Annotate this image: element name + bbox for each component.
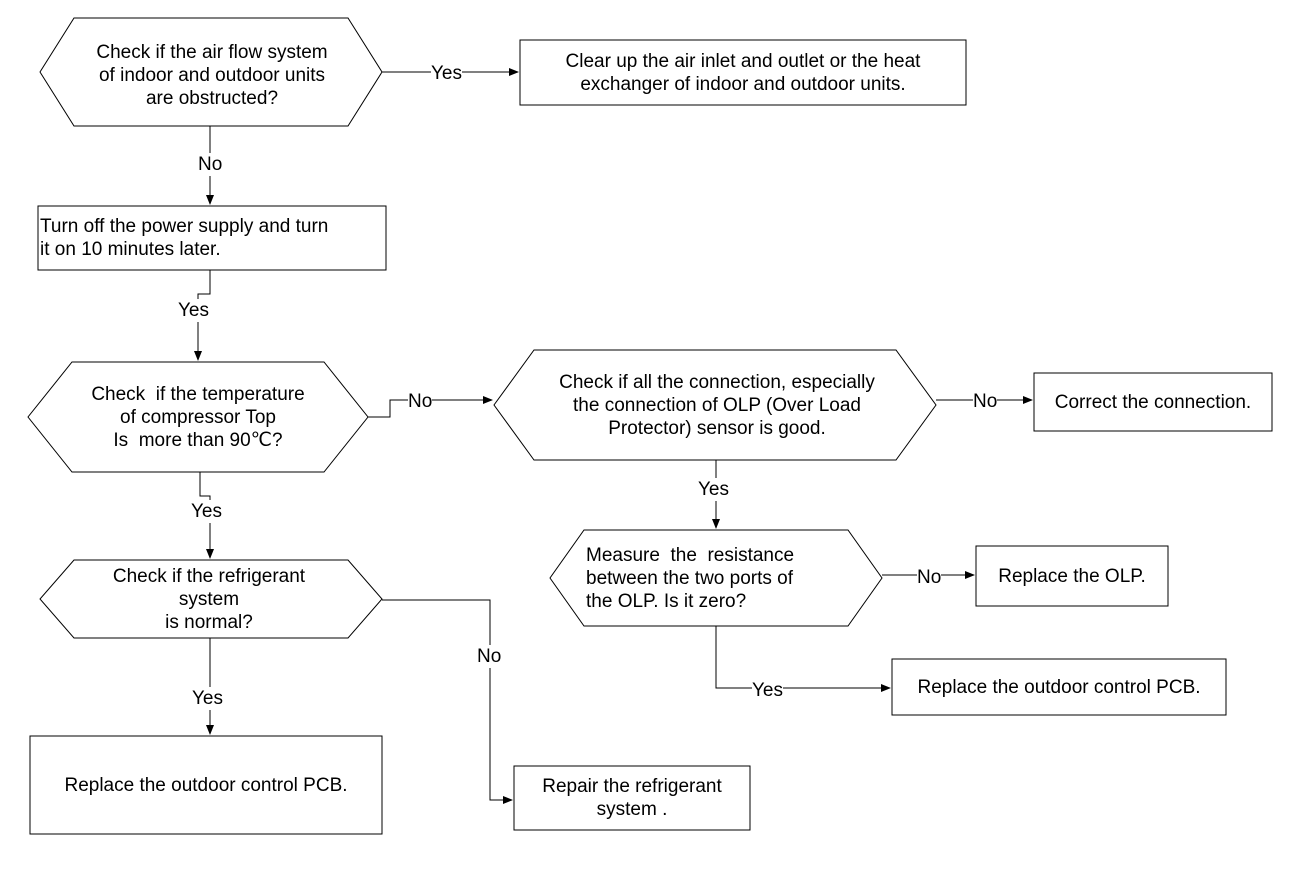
node-d2-shape (27, 361, 369, 473)
node-d5-text: Check if the refrigerant system is norma… (112, 565, 306, 633)
node-r6-shape (513, 765, 751, 831)
node-r4-shape (891, 658, 1227, 716)
edge-label-d4-r3: No (917, 566, 942, 589)
node-p1-text: Turn off the power supply and turn it on… (40, 216, 329, 260)
edge-d2-d5 (199, 472, 214, 559)
edge-label-d5-r6: No (477, 645, 502, 668)
node-r4-text: Replace the outdoor control PCB. (917, 676, 1201, 698)
node-r2-shape (1033, 372, 1273, 432)
edge-d2-d3 (368, 396, 493, 418)
node-r1-text: Clear up the air inlet and outlet or the… (565, 50, 921, 95)
edge-label-p1-d2: Yes (178, 299, 209, 322)
edge-label-d1-r1: Yes (431, 62, 462, 85)
node-r2-text: Correct the connection. (1054, 391, 1252, 413)
node-d4-shape (549, 529, 883, 627)
edge-label-d2-d5: Yes (191, 500, 222, 523)
node-r3-shape (975, 545, 1169, 607)
edge-label-d3-r2: No (973, 390, 998, 413)
edge-label-d3-d4: Yes (698, 478, 729, 501)
node-r6-text: Repair the refrigerant system . (542, 776, 722, 820)
node-r3-text: Replace the OLP. (998, 565, 1146, 587)
node-r1-shape (519, 39, 967, 106)
node-d1-text: Check if the air flow system of indoor a… (96, 41, 328, 109)
node-r5-shape (29, 735, 383, 835)
node-r5-text: Replace the outdoor control PCB. (64, 774, 348, 796)
edge-label-d1-p1: No (198, 153, 223, 176)
edge-label-d4-r4: Yes (752, 679, 783, 702)
node-d1-shape (39, 17, 383, 127)
node-d3-shape (493, 349, 937, 461)
edge-d4-r4 (715, 626, 891, 692)
node-d5-shape (39, 559, 383, 639)
node-p1-shape (37, 205, 387, 271)
node-d4-text: Measure the resistance between the two p… (586, 544, 795, 612)
edge-d5-r6 (382, 599, 513, 804)
edge-p1-d2 (194, 270, 211, 361)
node-d3-text: Check if all the connection, especially … (559, 371, 875, 439)
node-d2-text: Check if the temperature of compressor T… (91, 383, 305, 451)
edge-label-d2-d3: No (408, 390, 433, 413)
edge-label-d5-r5: Yes (192, 687, 223, 710)
